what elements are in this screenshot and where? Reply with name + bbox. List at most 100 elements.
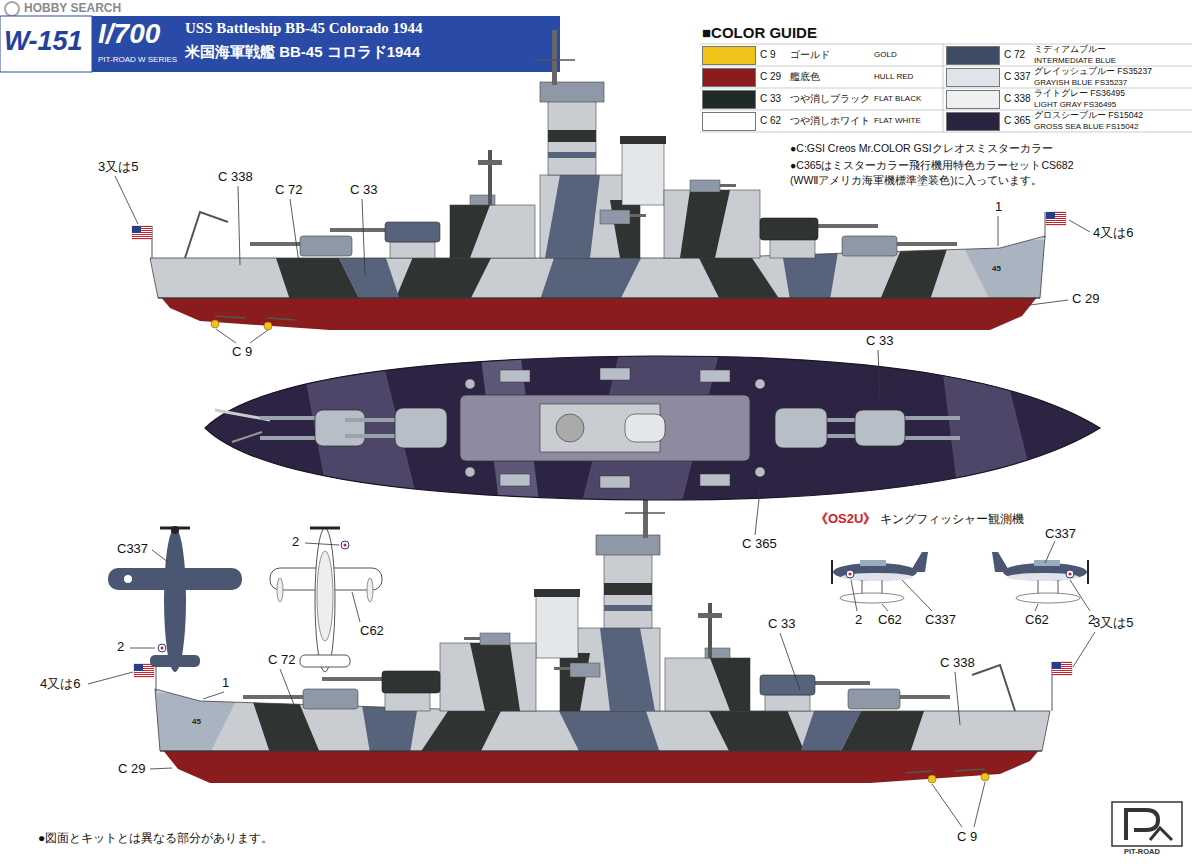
color-name-en-anchor: LIGHT GRAY FS36495 <box>1034 100 1116 109</box>
callout-label: C 33 <box>768 617 795 632</box>
header-band <box>0 2 560 72</box>
callout-label-anchor: 4又は6 <box>40 677 80 692</box>
callout-label-anchor: HOBBY SEARCH <box>24 2 121 16</box>
flag-staffs <box>132 226 152 239</box>
callout-label-anchor: 45 <box>992 264 1001 273</box>
aircraft-upper <box>171 526 179 534</box>
callout-label: C 33 <box>866 334 893 349</box>
callout-label: 1 <box>995 200 1002 215</box>
color-name-ja: ミディアムブルー <box>1034 45 1106 55</box>
battleship-plan <box>940 350 1040 510</box>
aircraft-lower <box>270 528 382 672</box>
leader-line <box>280 669 300 720</box>
callout-label: C 72 <box>268 653 295 668</box>
battleship-plan <box>775 408 827 448</box>
leader-line <box>998 216 999 246</box>
callout-label-anchor: 3又は5 <box>1093 616 1133 631</box>
callout-label: C 29 <box>118 762 145 777</box>
leader-line <box>932 784 962 827</box>
callout-label-anchor: C 72 <box>268 653 295 668</box>
callout-label: W-151 <box>4 26 83 57</box>
battleship-plan <box>600 368 630 380</box>
aircraft-upper <box>164 528 186 672</box>
leader-line <box>305 543 339 545</box>
color-name-en: GOLD <box>874 50 897 59</box>
leader-line <box>851 580 857 611</box>
callout-label: 4又は6 <box>40 677 80 692</box>
callout-label-anchor: C 29 <box>1072 292 1099 307</box>
callout-label-anchor: 2 <box>855 613 862 628</box>
callout-label-anchor: C337 <box>925 613 956 628</box>
callout-label-anchor: W-151 <box>4 26 83 57</box>
color-name-en: FLAT WHITE <box>874 116 921 125</box>
pit-road-logo <box>1150 828 1172 840</box>
battleship-plan <box>260 436 316 440</box>
battleship-plan <box>460 395 750 461</box>
leader-line <box>150 768 172 769</box>
battleship-plan <box>755 467 765 477</box>
aircraft-lower <box>300 655 350 667</box>
flag-staffs <box>1046 212 1066 225</box>
color-name-en: HULL RED <box>874 72 913 81</box>
callout-label: C 338 <box>940 656 975 671</box>
color-guide-table <box>943 44 944 132</box>
callout-label: PIT-ROAD <box>1124 848 1160 857</box>
callout-label-anchor: C 33 <box>866 334 893 349</box>
color-swatch <box>702 112 756 131</box>
leader-line <box>878 350 880 400</box>
color-guide-table <box>700 44 1192 45</box>
callout-label: C337 <box>1045 527 1076 542</box>
color-code-anchor: C 337 <box>1004 71 1031 83</box>
color-code-anchor: C 29 <box>760 71 781 83</box>
callout-label-anchor: 1 <box>222 676 229 691</box>
leader-line <box>115 176 138 224</box>
callout-label-anchor: キングフィッシャー観測機 <box>880 513 1024 527</box>
battleship-plan <box>700 370 730 382</box>
callout-label-anchor: ●C365はミスターカラー飛行機用特色カラーセットCS682 (WWⅡアメリカ海… <box>790 158 1090 187</box>
callout-label: C 9 <box>232 345 252 360</box>
battleship-plan <box>300 350 1040 510</box>
callout-label: C 72 <box>275 183 302 198</box>
callout-label-anchor: 米国海軍戦艦 BB-45 コロラド1944 <box>185 43 420 60</box>
callout-label-anchor: C62 <box>1025 613 1049 628</box>
leader-line <box>352 592 360 622</box>
callout-label: ■COLOR GUIDE <box>702 24 817 41</box>
callout-label: C 365 <box>742 537 777 552</box>
callout-label: キングフィッシャー観測機 <box>880 513 1024 527</box>
callout-label-anchor: PIT-ROAD W SERIES <box>98 55 177 64</box>
battleship-plan <box>700 474 730 486</box>
callout-label: 1 <box>222 676 229 691</box>
color-code-anchor: C 365 <box>1004 115 1031 127</box>
aircraft-lower <box>277 578 283 602</box>
leader-line <box>152 550 168 562</box>
color-code: C 72 <box>1004 49 1025 61</box>
callout-label-anchor: C 338 <box>218 170 253 185</box>
color-name-ja: グロスシーブルー FS15042 <box>1034 111 1143 121</box>
callout-label: C62 <box>878 613 902 628</box>
leader-line <box>203 692 224 699</box>
callout-label-anchor: C 365 <box>742 537 777 552</box>
color-name-ja-anchor: グロスシーブルー FS15042 <box>1034 111 1143 121</box>
callout-label: 2 <box>855 613 862 628</box>
callout-label: C62 <box>1025 613 1049 628</box>
aircraft-upper <box>158 644 166 652</box>
callout-label-anchor: C 29 <box>118 762 145 777</box>
seaplane-left <box>832 552 928 603</box>
pit-road-logo <box>1112 802 1182 846</box>
aircraft-lower <box>317 551 333 641</box>
callout-label-anchor: 《OS2U》 <box>815 512 876 527</box>
color-name-ja-anchor: ゴールド <box>790 49 830 61</box>
callout-label: C337 <box>925 613 956 628</box>
leader-line <box>290 199 300 270</box>
callout-label: 2 <box>117 640 124 655</box>
callout-label: HOBBY SEARCH <box>24 2 121 16</box>
callout-label: 2 <box>292 535 299 550</box>
callout-label-anchor: PIT-ROAD <box>1124 848 1160 857</box>
leader-line <box>88 176 1095 827</box>
battleship-plan <box>500 474 530 486</box>
color-guide-table <box>700 132 1192 133</box>
color-name-ja: グレイッシュブルー FS35237 <box>1034 67 1152 77</box>
color-name-en: FLAT BLACK <box>874 94 921 103</box>
color-name-en-anchor: FLAT BLACK <box>874 94 921 103</box>
callout-label-anchor: C337 <box>117 542 148 557</box>
